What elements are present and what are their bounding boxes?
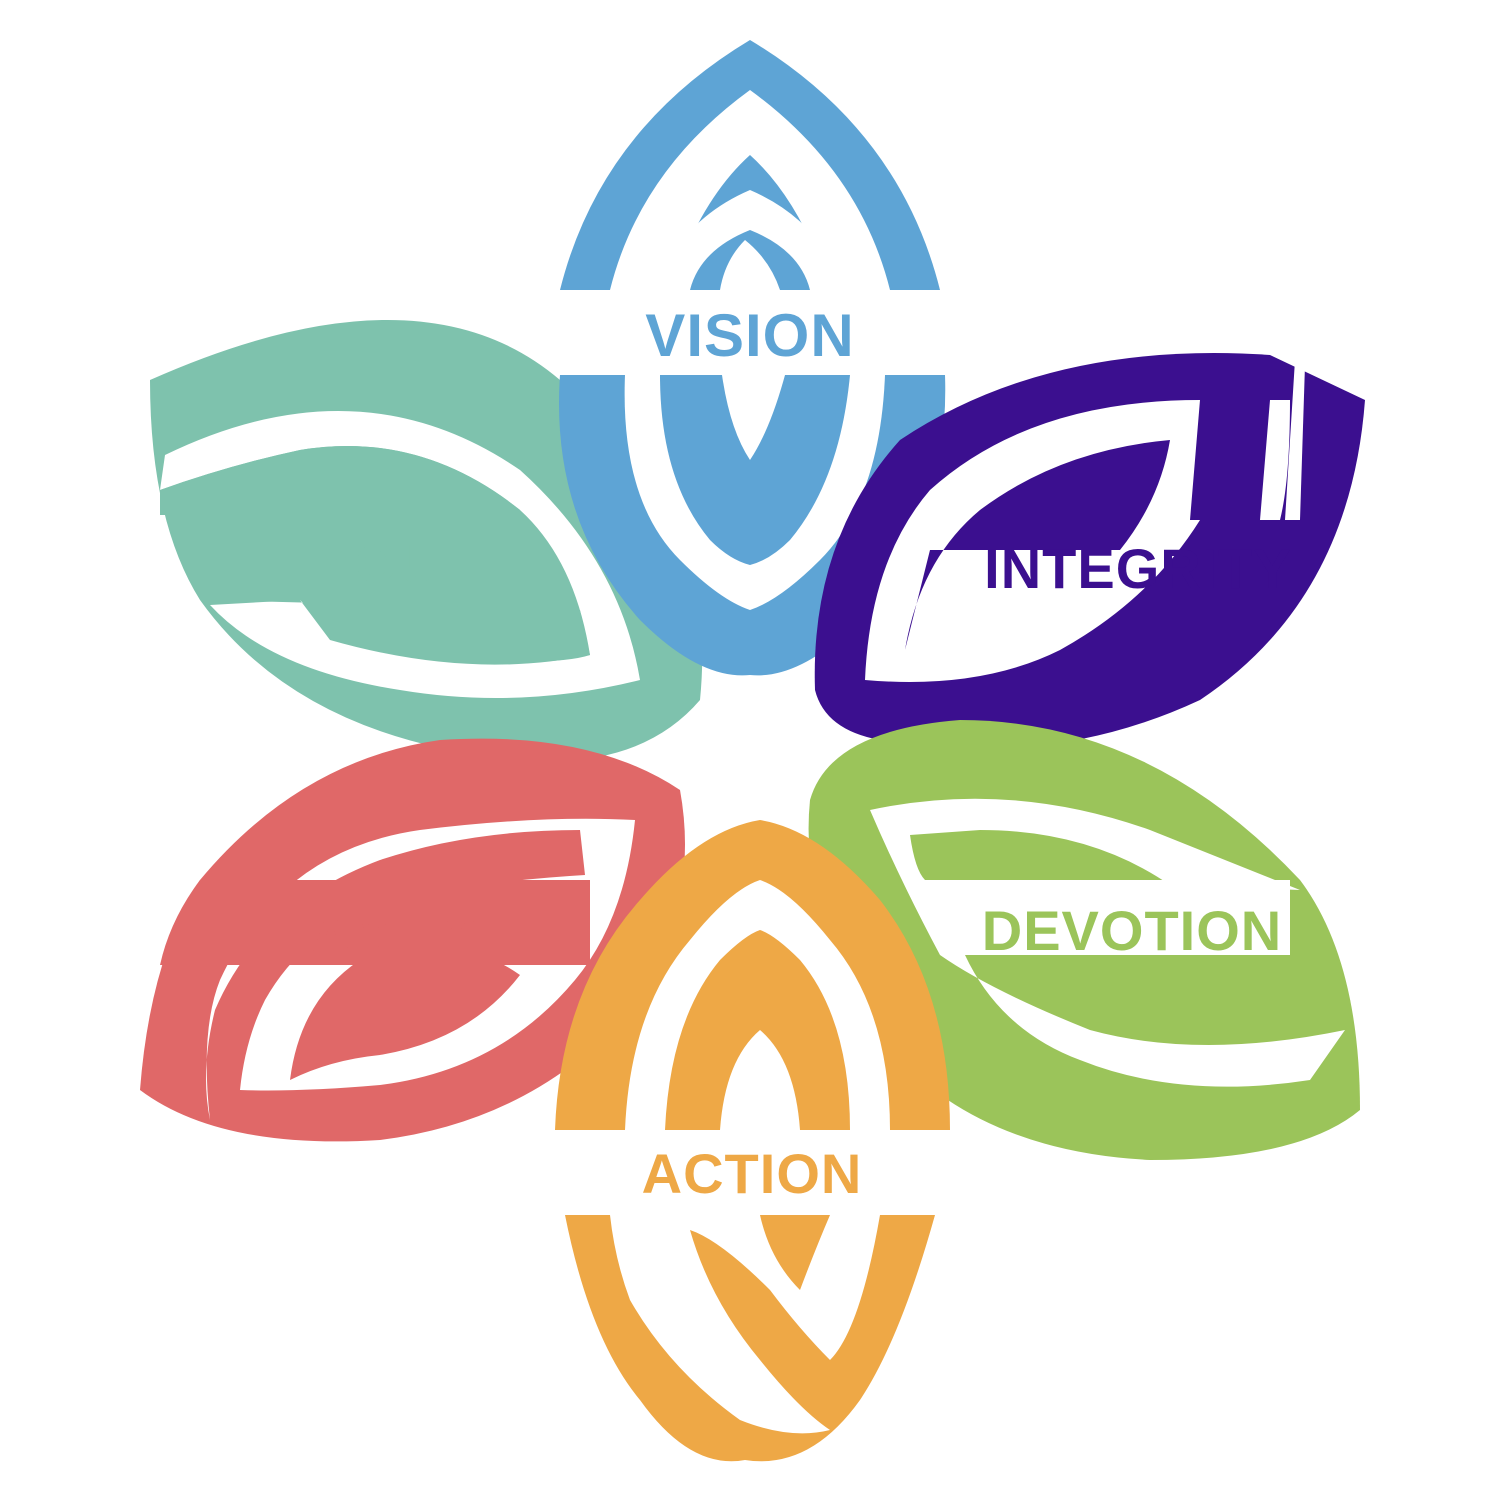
petal-vision-shape	[559, 40, 946, 676]
petal-family: FAMILY	[140, 738, 685, 1142]
label-devotion: DEVOTION	[982, 899, 1282, 962]
petal-integrity-shape	[814, 353, 1365, 749]
label-action: ACTION	[642, 1142, 863, 1205]
label-vision: VISION	[645, 302, 854, 369]
petal-vision: VISION	[559, 40, 946, 676]
petal-family-shape	[140, 738, 685, 1142]
petal-devotion: DEVOTION	[808, 720, 1360, 1160]
petal-integrity: INTEGRITY	[814, 353, 1365, 749]
petal-devotion-shape	[808, 720, 1360, 1160]
label-you: YOU	[318, 534, 438, 594]
label-family: FAMILY	[280, 904, 479, 964]
petal-action-shape	[555, 820, 950, 1462]
label-integrity: INTEGRITY	[984, 537, 1292, 600]
petal-action: ACTION	[555, 820, 950, 1462]
